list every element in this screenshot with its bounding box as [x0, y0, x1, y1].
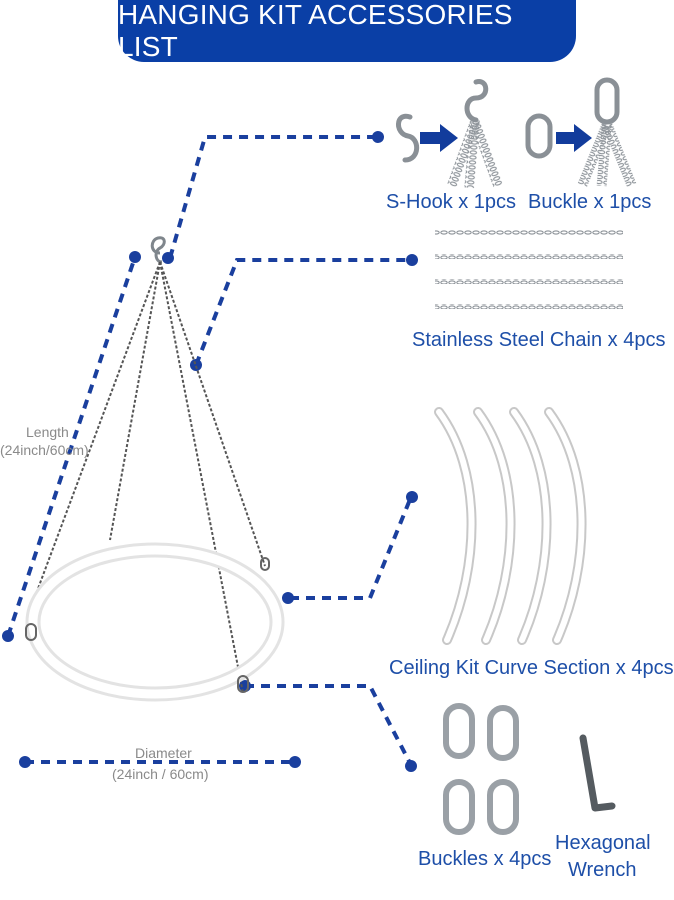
callout-chain [194, 258, 412, 366]
hex-wrench-icon [579, 734, 616, 812]
buckle-label: Buckle x 1pcs [528, 191, 652, 213]
chain-front-right [159, 261, 244, 694]
buckle-assembled-icon [577, 77, 637, 188]
s-hook-icon [396, 113, 420, 163]
buckle-icon [525, 113, 553, 159]
chain-front-left [109, 261, 161, 541]
arrow-icon [556, 124, 592, 152]
callout-dots [2, 131, 418, 772]
chain-left-back [32, 261, 161, 603]
length-value: (24inch/60cm) [0, 442, 89, 458]
curve-section-icon [434, 407, 587, 645]
chain-label: Stainless Steel Chain x 4pcs [412, 329, 666, 351]
hanging-ring-icon [25, 236, 285, 702]
buckles-label: Buckles x 4pcs [418, 848, 552, 870]
chain-right-back [159, 261, 266, 567]
length-dim-line [6, 256, 137, 637]
page-title: HANGING KIT ACCESSORIES LIST [118, 0, 576, 62]
wrench-label-line2: Wrench [568, 859, 637, 881]
chain-icon [435, 230, 623, 309]
arrow-icon [420, 124, 458, 152]
callout-curve [290, 496, 413, 600]
callout-s-hook [168, 135, 376, 259]
callout-buckles [245, 684, 413, 766]
oval-buckle-icon [443, 703, 519, 835]
s-hook-assembled-icon [447, 79, 503, 189]
diameter-label: Diameter [135, 745, 192, 761]
top-s-hook-icon [150, 236, 166, 264]
illustration [2, 77, 637, 835]
length-label: Length [26, 424, 69, 440]
callout-lines [6, 135, 413, 766]
wrench-label-line1: Hexagonal [555, 832, 651, 854]
diameter-value: (24inch / 60cm) [112, 766, 209, 782]
s-hook-label: S-Hook x 1pcs [386, 191, 517, 213]
curve-section-label: Ceiling Kit Curve Section x 4pcs [389, 657, 674, 679]
